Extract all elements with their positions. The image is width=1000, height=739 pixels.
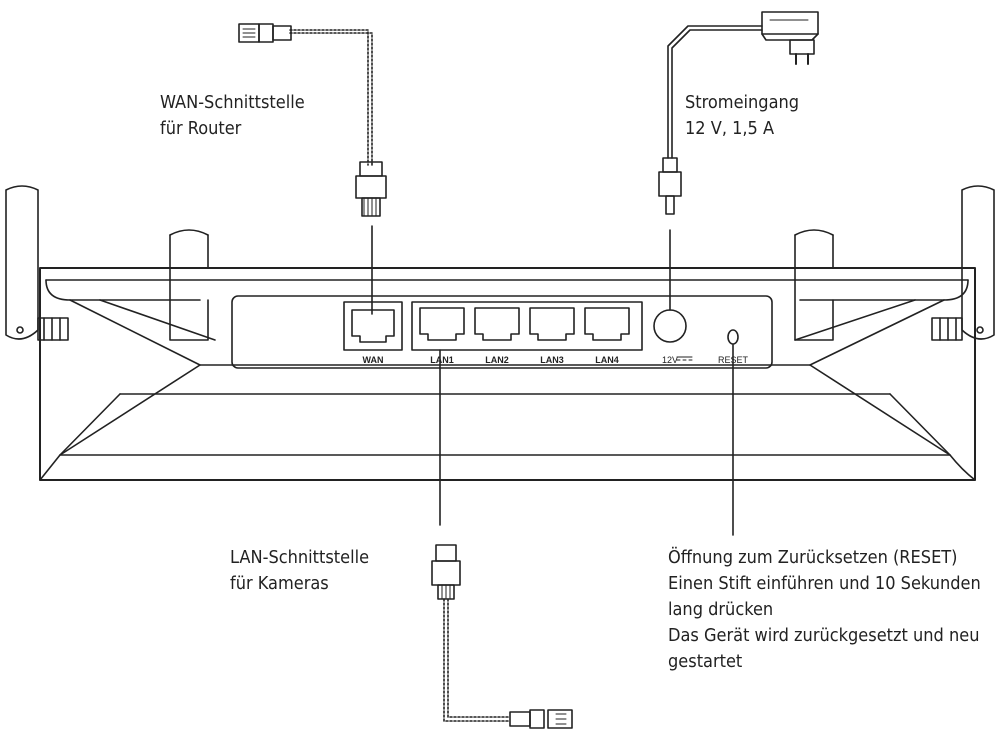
wan-callout-line1: WAN-Schnittstelle [160, 92, 305, 113]
reset-port-label: RESET [718, 355, 749, 365]
router-body [39, 267, 976, 481]
lan1-port-label: LAN1 [430, 355, 454, 365]
wan-port [343, 301, 403, 351]
wan-callout-line2: für Router [160, 118, 242, 139]
lan-callout-line1: LAN-Schnittstelle [230, 547, 370, 568]
reset-callout-line4: Das Gerät wird zurückgesetzt und neu [668, 625, 980, 646]
lan-callout: LAN-Schnittstelle für Kameras [230, 545, 369, 597]
lan-ports [419, 307, 630, 341]
power-callout-line1: Stromeingang [685, 92, 800, 113]
lan-port-group [411, 301, 643, 351]
power-port-label: 12V [662, 355, 678, 365]
reset-callout-line5: gestartet [668, 651, 743, 672]
reset-callout-line1: Öffnung zum Zurücksetzen (RESET) [668, 547, 958, 568]
power-callout: Stromeingang 12 V, 1,5 A [685, 90, 799, 142]
lan-cable [431, 349, 573, 729]
antenna-mount-right [794, 229, 834, 341]
reset-callout-line3: lang drücken [668, 599, 774, 620]
power-callout-line2: 12 V, 1,5 A [685, 118, 775, 139]
wan-port-label: WAN [363, 355, 384, 365]
lan-callout-line2: für Kameras [230, 573, 329, 594]
reset-callout: Öffnung zum Zurücksetzen (RESET) Einen S… [668, 545, 981, 675]
side-antenna-right [931, 185, 995, 341]
side-antenna-left [5, 185, 69, 341]
reset-callout-line2: Einen Stift einführen und 10 Sekunden [668, 573, 981, 594]
wan-callout: WAN-Schnittstelle für Router [160, 90, 305, 142]
wan-cable [238, 23, 387, 315]
antenna-mount-left [169, 229, 209, 341]
power-adapter [658, 11, 819, 311]
power-jack [653, 309, 687, 343]
lan4-port-label: LAN4 [595, 355, 619, 365]
lan2-port-label: LAN2 [485, 355, 509, 365]
reset-hole [727, 329, 739, 345]
lan3-port-label: LAN3 [540, 355, 564, 365]
dc-symbol [676, 356, 693, 361]
